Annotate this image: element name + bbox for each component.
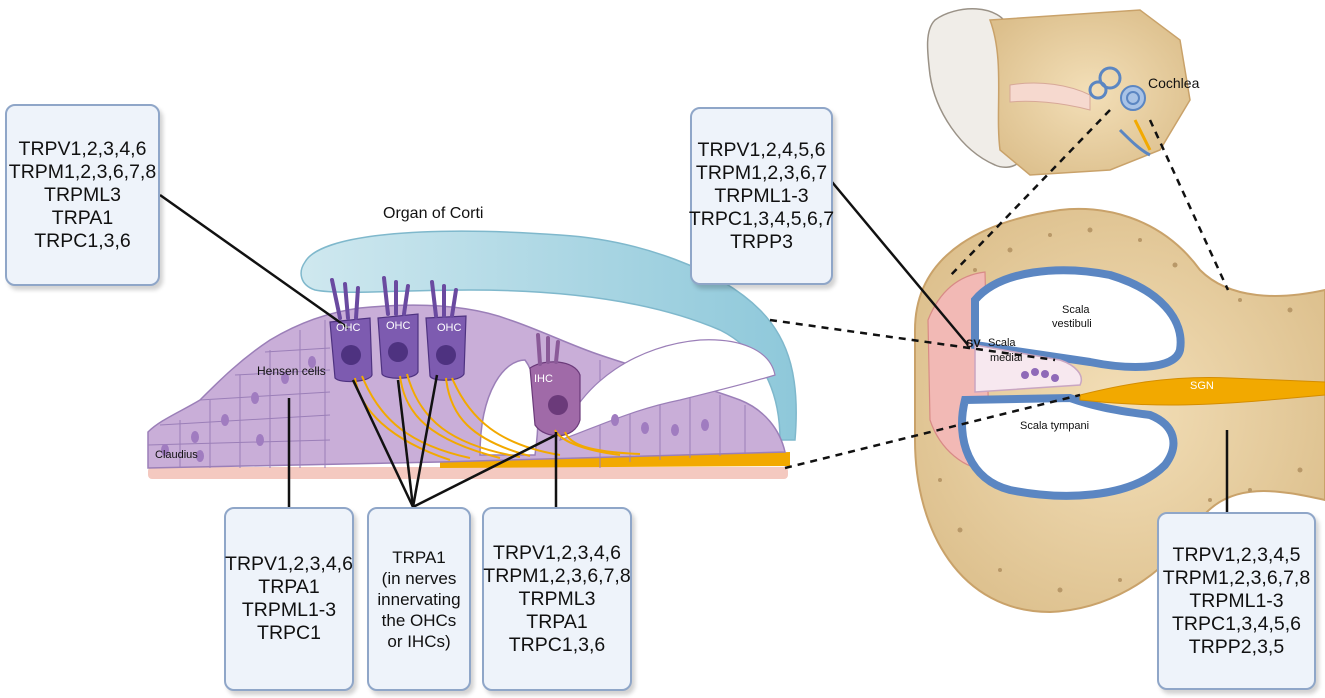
mini-organ-of-corti [1021, 368, 1059, 382]
nerve-trp-box: TRPA1 (in nerves innervating the OHCs or… [367, 507, 471, 691]
box-line: TRPV1,2,3,4,6 [18, 137, 147, 160]
ohc-trp-box: TRPV1,2,3,4,6 TRPM1,2,3,6,7,8 TRPML3 TRP… [5, 104, 160, 286]
ear-illustration [926, 8, 1191, 176]
box-line: TRPA1 [392, 547, 446, 567]
box-line: innervating [377, 589, 461, 609]
scala-media-label-2: mediai [990, 352, 1023, 364]
box-line: TRPA1 [51, 206, 114, 229]
inner-hair-cell [529, 333, 581, 437]
box-line: TRPM1,2,3,6,7 [695, 161, 828, 184]
hensen-cells-trp-box: TRPV1,2,3,4,6 TRPA1 TRPML1-3 TRPC1 [224, 507, 354, 691]
box-line: TRPML1-3 [1189, 589, 1284, 612]
supporting-cells [147, 304, 786, 469]
nerve-bundle [440, 452, 790, 468]
box-line: TRPA1 [258, 576, 320, 598]
box-line: TRPML1-3 [714, 184, 809, 207]
ihc-trp-box: TRPV1,2,3,4,6 TRPM1,2,3,6,7,8 TRPML3 TRP… [482, 507, 632, 691]
hensen-cells-label: Hensen cells [257, 364, 326, 378]
box-line: the OHCs [381, 610, 457, 630]
ohc-label-3: OHC [437, 322, 462, 334]
box-line: TRPC1 [257, 622, 321, 644]
box-line: TRPC1,3,6 [508, 633, 606, 656]
ear-canal [1009, 82, 1091, 111]
box-line: TRPP2,3,5 [1188, 635, 1285, 658]
ohc-label-1: OHC [336, 322, 361, 334]
zoom-lines [769, 109, 1230, 470]
box-line: TRPML3 [518, 587, 596, 610]
box-line: TRPM1,2,3,6,7,8 [483, 564, 631, 587]
scala-vestibuli-label-1: Scala [1062, 304, 1090, 316]
ohc-label-2: OHC [386, 320, 411, 332]
box-line: TRPM1,2,3,6,7,8 [8, 160, 157, 183]
scala-tympani [958, 393, 1178, 500]
box-line: TRPV1,2,4,5,6 [697, 138, 826, 161]
scala-vestibuli-label-2: vestibuli [1052, 318, 1092, 330]
scala-tympani-label: Scala tympani [1020, 420, 1090, 432]
outer-hair-cells [329, 276, 467, 383]
sgn-trp-box: TRPV1,2,3,4,5 TRPM1,2,3,6,7,8 TRPML1-3 T… [1157, 512, 1316, 690]
basilar-membrane [148, 467, 788, 479]
box-line: TRPP3 [730, 230, 793, 253]
organ-of-corti-title: Organ of Corti [383, 205, 484, 222]
cochlea-label: Cochlea [1148, 75, 1200, 91]
cochlea-spiral [1120, 85, 1146, 111]
claudius-label: Claudius [155, 449, 198, 461]
box-line: TRPML1-3 [241, 599, 337, 621]
ihc-label: IHC [534, 373, 553, 385]
box-line: or IHCs) [387, 631, 451, 651]
connector-lines [159, 181, 1229, 520]
box-line: TRPC1,3,6 [34, 229, 131, 252]
box-line: TRPC1,3,4,5,6 [1172, 612, 1301, 635]
stria-vascularis-trp-box: TRPV1,2,4,5,6 TRPM1,2,3,6,7 TRPML1-3 TRP… [688, 107, 835, 285]
organ-of-corti [147, 230, 797, 479]
cochlea-cross-section [914, 207, 1325, 614]
box-line: TRPA1 [526, 610, 588, 633]
box-line: TRPC1,3,4,5,6,7 [688, 207, 835, 230]
semicircular-canals [1088, 66, 1122, 100]
box-line: TRPV1,2,3,4,5 [1172, 543, 1301, 566]
box-line: TRPV1,2,3,4,6 [225, 553, 353, 575]
box-line: TRPML3 [44, 183, 121, 206]
box-line: TRPV1,2,3,4,6 [493, 541, 621, 564]
scala-media-label-1: Scala [988, 337, 1016, 349]
cell-nuclei [161, 356, 709, 462]
spiral-ganglion [1079, 376, 1325, 406]
box-line: (in nerves [381, 568, 457, 588]
sv-label: SV [966, 338, 981, 350]
sgn-label: SGN [1190, 380, 1214, 392]
scala-vestibuli [971, 266, 1185, 371]
box-line: TRPM1,2,3,6,7,8 [1162, 566, 1311, 589]
